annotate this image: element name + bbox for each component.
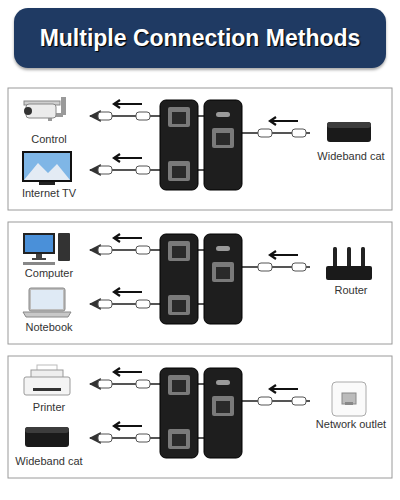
outlet-port xyxy=(342,393,356,404)
device-icon xyxy=(8,417,90,455)
modem-top xyxy=(25,427,69,433)
device-label: Wideband cat xyxy=(8,455,90,468)
device-label: Control xyxy=(8,133,90,146)
modem-box xyxy=(327,122,371,142)
device-icon xyxy=(8,229,90,267)
device-icon xyxy=(8,95,90,133)
device-icon xyxy=(310,380,392,418)
device: Printer xyxy=(8,363,90,414)
device-icon xyxy=(8,283,90,321)
laptop-lid xyxy=(29,288,65,311)
tv-frame xyxy=(22,151,72,182)
panel xyxy=(8,356,392,478)
device-icon xyxy=(8,363,90,401)
tv-stand xyxy=(39,182,55,185)
adapter-kit xyxy=(98,234,306,324)
camera-lens xyxy=(24,107,32,115)
keyboard xyxy=(23,262,55,265)
network-cable xyxy=(90,250,310,267)
laptop-base xyxy=(23,312,71,317)
wall-plate xyxy=(332,382,366,416)
camera-mount xyxy=(61,97,66,115)
device: Notebook xyxy=(8,283,90,334)
device: Network outlet xyxy=(310,380,392,431)
modem-top xyxy=(327,122,371,128)
device: Control xyxy=(8,95,90,146)
monitor xyxy=(23,233,55,254)
router-body xyxy=(326,266,372,280)
router-antenna xyxy=(347,247,351,267)
title-text: Multiple Connection Methods xyxy=(40,25,361,52)
device: Wideband cat xyxy=(310,112,392,163)
device-icon xyxy=(310,246,392,284)
device: Computer xyxy=(8,229,90,280)
modem-box xyxy=(25,427,69,447)
monitor-stand xyxy=(36,254,42,258)
device-label: Notebook xyxy=(8,321,90,334)
pc-tower xyxy=(58,233,70,261)
device-label: Wideband cat xyxy=(310,150,392,163)
network-cable xyxy=(90,133,310,170)
adapter-kit xyxy=(98,368,306,458)
device-icon xyxy=(310,112,392,150)
monitor-screen xyxy=(25,235,53,252)
device-label: Printer xyxy=(8,401,90,414)
device-label: Computer xyxy=(8,267,90,280)
router-antenna xyxy=(333,247,337,267)
device-label: Internet TV xyxy=(8,187,90,200)
title-banner: Multiple Connection Methods xyxy=(14,8,386,68)
device: Internet TV xyxy=(8,149,90,200)
network-cable xyxy=(90,116,310,133)
network-cable xyxy=(90,401,310,438)
adapter-kit xyxy=(98,100,306,190)
network-cable xyxy=(90,384,310,401)
device-label: Network outlet xyxy=(310,418,392,431)
device: Wideband cat xyxy=(8,417,90,468)
monitor-stand xyxy=(32,258,46,260)
printer-slot xyxy=(33,388,61,391)
panel xyxy=(8,222,392,344)
tv-picture xyxy=(24,163,70,180)
device-label: Router xyxy=(310,284,392,297)
device-icon xyxy=(8,149,90,187)
device: Router xyxy=(310,246,392,297)
outlet-port xyxy=(345,402,353,405)
printer-body xyxy=(24,377,70,395)
network-cable xyxy=(90,267,310,304)
tv-screen xyxy=(24,153,70,180)
router-antenna xyxy=(361,247,365,267)
laptop-screen xyxy=(31,290,63,309)
panel xyxy=(8,88,392,210)
